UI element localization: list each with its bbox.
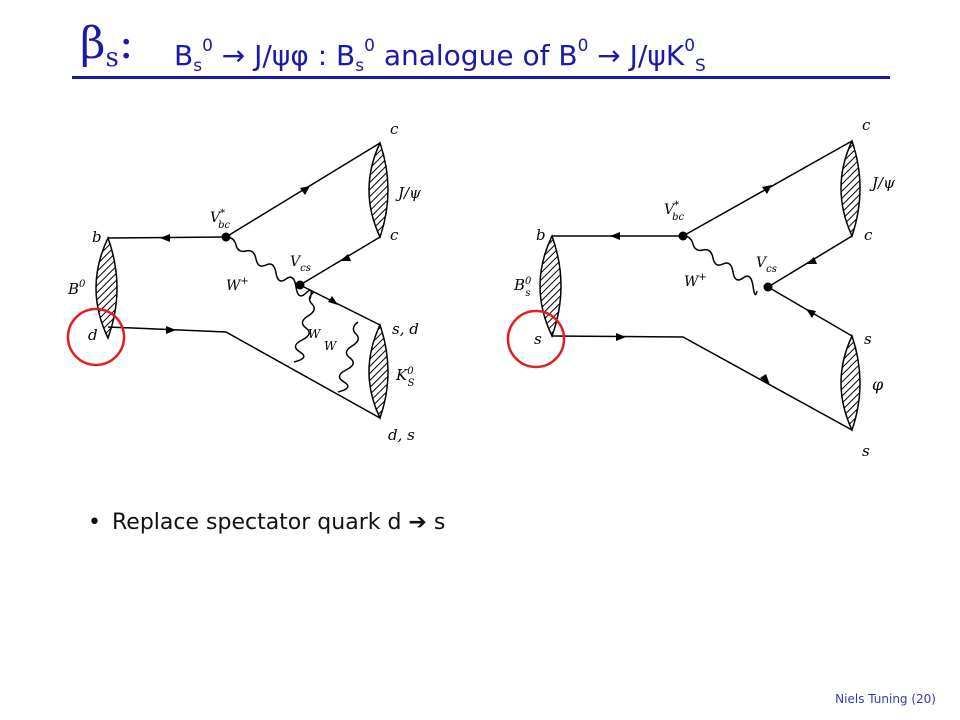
left-vcs-vertex: [295, 280, 305, 290]
left-label-vbc: V*bc: [210, 208, 231, 231]
left-s-arrow: [328, 296, 338, 305]
right-s-line-lower: [551, 335, 853, 431]
left-label-w2: W: [324, 339, 338, 353]
title-beta-symbol: βs:: [80, 18, 134, 73]
left-c-arrow-top: [300, 186, 310, 195]
right-label-s-lower: s: [862, 442, 870, 460]
right-label-jpsi: J/ψ: [869, 174, 895, 192]
left-vbc-vertex: [221, 232, 231, 242]
right-jpsi-blob: [840, 138, 861, 239]
right-label-c-mid: c: [864, 226, 873, 244]
right-c-arrow-mid: [806, 257, 817, 264]
bullet-text: Replace spectator quark d ➔ s: [112, 510, 446, 535]
left-label-ds: d, s: [388, 426, 415, 444]
left-b0-blob: [95, 236, 118, 340]
left-label-b: b: [92, 228, 102, 246]
left-label-sd: s, d: [392, 320, 419, 338]
left-label-jpsi: J/ψ: [395, 184, 421, 202]
right-vcs-vertex: [763, 282, 773, 292]
left-wplus-boson: [225, 236, 313, 300]
right-label-vcs: Vcs: [756, 255, 777, 275]
right-s-arrow-lower-2: [760, 374, 770, 385]
right-b-arrow: [610, 232, 620, 240]
left-label-b0: B0: [67, 279, 86, 298]
left-d-arrow: [166, 326, 176, 334]
bullet-marker: •: [88, 510, 101, 535]
right-label-vbc: V*bc: [664, 200, 685, 223]
right-s-arrow-upper: [806, 309, 816, 318]
left-spectator-highlight: [66, 307, 126, 367]
bullet-item: • Replace spectator quark d ➔ s: [88, 510, 445, 535]
right-s-arrow-lower: [616, 333, 626, 341]
right-phi-blob: [840, 333, 861, 433]
left-label-d: d: [88, 326, 98, 344]
right-label-wplus: W+: [684, 272, 707, 290]
left-w-box-1: [293, 291, 315, 363]
left-d-line: [107, 326, 381, 419]
right-vbc-vertex: [678, 231, 688, 241]
left-k0s-blob: [368, 322, 389, 420]
left-label-w1: W: [308, 327, 322, 341]
right-wplus-boson: [682, 235, 758, 296]
left-c-arrow-mid: [340, 254, 351, 261]
left-label-c-mid: c: [390, 226, 399, 244]
right-spectator-highlight: [506, 309, 566, 369]
right-label-s-upper: s: [864, 330, 872, 348]
slide-title: βs: Bs0 → J/ψφ : Bs0 analogue of B0 → J/…: [78, 22, 898, 82]
title-underline: [72, 76, 890, 79]
right-label-phi: φ: [872, 375, 884, 394]
left-w-box-2: [337, 321, 359, 393]
right-c-arrow-top: [762, 185, 772, 194]
right-label-s: s: [534, 330, 542, 348]
right-label-b: b: [536, 226, 546, 244]
footer-author-page: Niels Tuning (20): [835, 692, 936, 706]
left-label-c-top: c: [390, 120, 399, 138]
left-label-wplus: W+: [226, 276, 249, 294]
right-label-c-top: c: [862, 116, 871, 134]
left-jpsi-blob: [368, 140, 389, 240]
left-b-arrow: [160, 234, 170, 242]
title-text: Bs0 → J/ψφ : Bs0 analogue of B0 → J/ψK0S: [174, 36, 706, 76]
left-label-vcs: Vcs: [290, 254, 311, 274]
